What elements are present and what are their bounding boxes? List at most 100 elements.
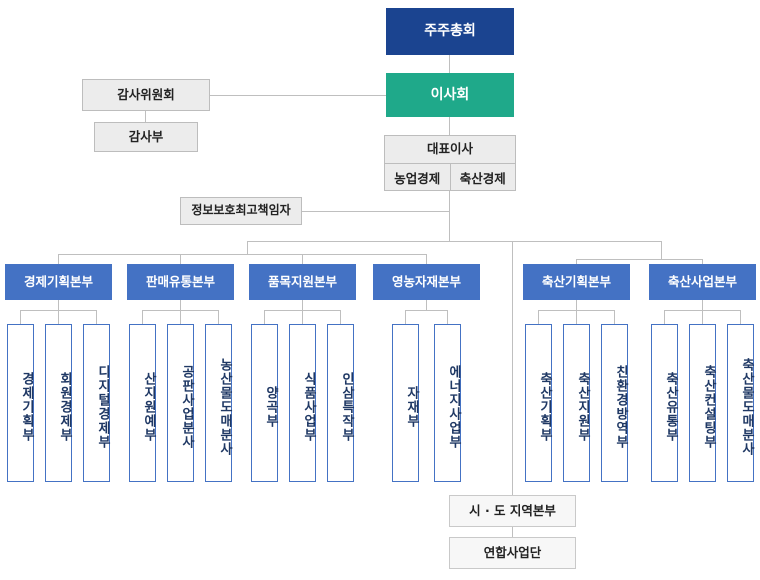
dept-drop-3-2 <box>302 310 303 324</box>
department-1-0[interactable]: 산지원예부 <box>129 324 156 482</box>
department-2-2[interactable]: 인삼특작부 <box>327 324 354 482</box>
department-4-2[interactable]: 친환경방역부 <box>601 324 628 482</box>
connector-shareholders-to-board <box>449 55 450 73</box>
department-3-0-label: 자재부 <box>404 386 419 428</box>
riser-div-5 <box>576 300 577 310</box>
node-regional-hq[interactable]: 시 · 도 지역본부 <box>449 495 576 527</box>
node-ceo-sector-agriculture[interactable]: 농업경제 <box>394 170 441 186</box>
division-header-5[interactable]: 축산사업본부 <box>649 264 756 300</box>
dept-drop-6-1 <box>664 310 665 324</box>
dept-drop-3-1 <box>264 310 265 324</box>
connector-board-to-ceo <box>449 117 450 135</box>
node-ceo[interactable]: 대표이사 <box>384 135 516 164</box>
department-2-0-label: 양곡부 <box>263 386 278 428</box>
drop-div-1 <box>58 254 59 264</box>
dept-drop-5-1 <box>538 310 539 324</box>
department-2-0[interactable]: 양곡부 <box>251 324 278 482</box>
connector-ceo-spine <box>449 190 450 242</box>
node-shareholders-meeting-label: 주주총회 <box>424 23 476 40</box>
node-shareholders-meeting[interactable]: 주주총회 <box>386 8 514 55</box>
node-ciso[interactable]: 정보보호최고책임자 <box>180 197 302 225</box>
department-0-1[interactable]: 회원경제부 <box>45 324 72 482</box>
division-header-2-label: 품목지원본부 <box>267 273 337 289</box>
node-board-of-directors[interactable]: 이사회 <box>386 73 514 117</box>
drop-div-5 <box>576 259 577 264</box>
division-header-4-label: 축산기획본부 <box>541 273 611 289</box>
department-1-0-label: 산지원예부 <box>141 372 156 442</box>
dept-drop-6-2 <box>702 310 703 324</box>
right-bus-riser <box>661 241 662 259</box>
riser-div-2 <box>180 300 181 310</box>
dept-drop-3-3 <box>340 310 341 324</box>
right-sub-bus <box>576 259 702 260</box>
dept-drop-1-1 <box>20 310 21 324</box>
department-0-0-label: 경제기획부 <box>19 372 34 442</box>
drop-div-6 <box>702 259 703 264</box>
division-header-0[interactable]: 경제기획본부 <box>5 264 112 300</box>
drop-div-3 <box>302 254 303 264</box>
department-0-1-label: 회원경제부 <box>57 372 72 442</box>
dept-drop-4-1 <box>405 310 406 324</box>
node-ceo-label: 대표이사 <box>426 141 473 157</box>
department-4-1-label: 축산지원부 <box>575 372 590 442</box>
department-0-0[interactable]: 경제기획부 <box>7 324 34 482</box>
department-1-2-label: 농산물도매분사 <box>217 358 232 456</box>
department-5-1[interactable]: 축산컨설팅부 <box>689 324 716 482</box>
department-4-0-label: 축산기획부 <box>537 372 552 442</box>
left-bus-riser <box>247 241 248 254</box>
connector-audit-to-board <box>210 95 386 96</box>
department-2-1[interactable]: 식품사업부 <box>289 324 316 482</box>
division-header-3-label: 영농자재본부 <box>391 273 461 289</box>
connector-ciso-to-spine <box>302 211 450 212</box>
riser-div-3 <box>302 300 303 310</box>
connector-audit-committee-to-dept <box>145 110 146 122</box>
department-1-1[interactable]: 공판사업분사 <box>167 324 194 482</box>
riser-div-4 <box>426 300 427 310</box>
node-audit-department-label: 감사부 <box>128 128 164 144</box>
department-4-2-label: 친환경방역부 <box>613 365 628 449</box>
node-federation[interactable]: 연합사업단 <box>449 537 576 569</box>
division-header-3[interactable]: 영농자재본부 <box>373 264 480 300</box>
department-3-1[interactable]: 에너지사업부 <box>434 324 461 482</box>
connector-spine-to-regional <box>512 263 513 495</box>
department-2-2-label: 인삼특작부 <box>339 372 354 442</box>
department-0-2[interactable]: 디지털경제부 <box>83 324 110 482</box>
riser-div-1 <box>58 300 59 310</box>
department-5-2-label: 축산물도매분사 <box>739 358 754 456</box>
department-1-2[interactable]: 농산물도매분사 <box>205 324 232 482</box>
node-audit-committee[interactable]: 감사위원회 <box>82 79 210 111</box>
division-header-4[interactable]: 축산기획본부 <box>523 264 630 300</box>
division-header-2[interactable]: 품목지원본부 <box>249 264 356 300</box>
node-federation-label: 연합사업단 <box>483 544 542 560</box>
node-board-of-directors-label: 이사회 <box>430 86 470 103</box>
connector-regional-to-federation <box>512 527 513 537</box>
department-4-1[interactable]: 축산지원부 <box>563 324 590 482</box>
dept-drop-1-2 <box>58 310 59 324</box>
main-bus <box>247 241 662 242</box>
node-regional-hq-label: 시 · 도 지역본부 <box>469 502 556 518</box>
department-5-2[interactable]: 축산물도매분사 <box>727 324 754 482</box>
node-ceo-sectors: 농업경제 축산경제 <box>384 163 516 191</box>
department-5-0[interactable]: 축산유통부 <box>651 324 678 482</box>
drop-div-2 <box>180 254 181 264</box>
left-sub-bus <box>58 254 426 255</box>
riser-div-6 <box>702 300 703 310</box>
department-5-1-label: 축산컨설팅부 <box>701 365 716 449</box>
node-ciso-label: 정보보호최고책임자 <box>191 203 291 218</box>
dept-drop-2-3 <box>218 310 219 324</box>
dept-bus-4 <box>405 310 447 311</box>
division-header-1[interactable]: 판매유통본부 <box>127 264 234 300</box>
node-audit-department[interactable]: 감사부 <box>94 122 198 152</box>
department-4-0[interactable]: 축산기획부 <box>525 324 552 482</box>
dept-drop-6-3 <box>740 310 741 324</box>
division-header-1-label: 판매유통본부 <box>145 273 215 289</box>
department-1-1-label: 공판사업분사 <box>179 365 194 449</box>
dept-drop-5-2 <box>576 310 577 324</box>
department-2-1-label: 식품사업부 <box>301 372 316 442</box>
node-ceo-sector-livestock[interactable]: 축산경제 <box>449 164 516 190</box>
department-3-0[interactable]: 자재부 <box>392 324 419 482</box>
dept-drop-2-2 <box>180 310 181 324</box>
dept-drop-4-2 <box>447 310 448 324</box>
department-3-1-label: 에너지사업부 <box>446 365 461 449</box>
